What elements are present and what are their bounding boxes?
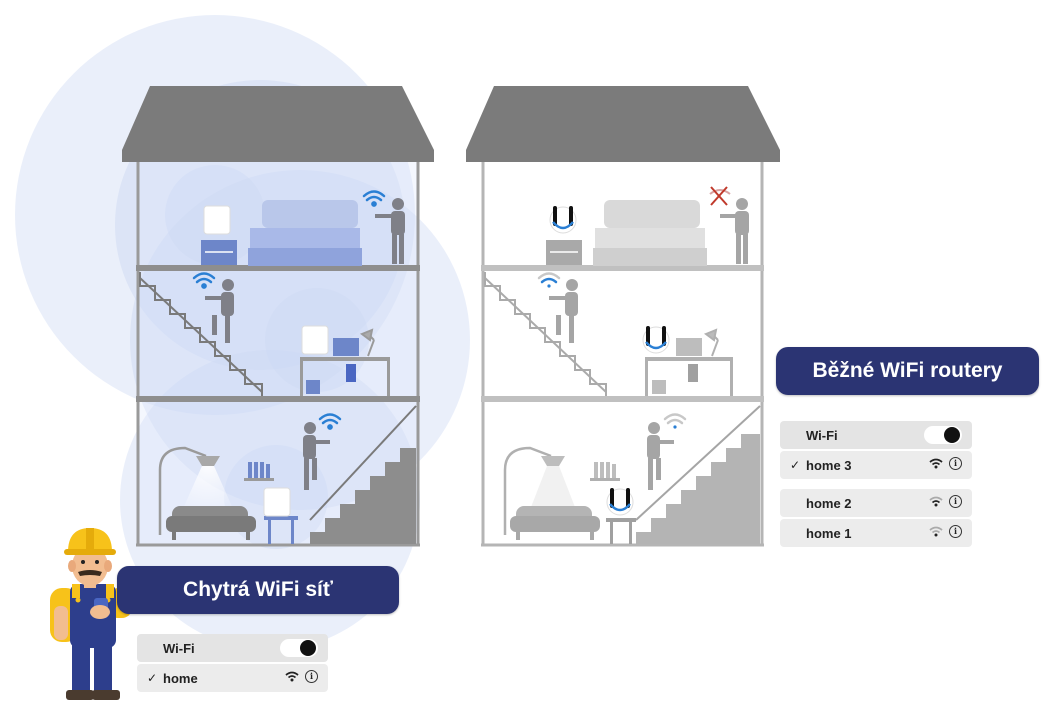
weak-wifi-icon	[537, 272, 561, 288]
bookshelf	[244, 462, 274, 481]
bed	[593, 200, 707, 266]
wifi-signal-icon	[192, 272, 216, 289]
wifi-signal-icon	[318, 413, 342, 430]
network-row[interactable]: ✓ home i	[137, 664, 328, 692]
smart-wifi-title: Chytrá WiFi síť	[117, 566, 399, 614]
roof	[122, 86, 434, 162]
router-icon	[549, 206, 577, 234]
side-table	[606, 518, 636, 544]
sofa	[510, 506, 600, 540]
wifi-header-row: Wi-Fi	[137, 634, 328, 662]
mesh-node-icon	[301, 325, 329, 355]
wifi-header-row: Wi-Fi	[780, 421, 972, 449]
wifi-weak-icon	[929, 526, 943, 537]
desk	[645, 338, 733, 396]
network-name: home 3	[806, 457, 852, 473]
info-icon[interactable]: i	[949, 495, 962, 508]
person-icon	[303, 422, 330, 490]
wifi-settings-panel-right: Wi-Fi ✓ home 3 i home 2 i home 1	[780, 421, 972, 549]
network-name: home 1	[806, 525, 852, 541]
person-icon	[205, 279, 234, 343]
nightstand	[546, 240, 582, 265]
desk-lamp-icon	[703, 328, 719, 357]
checkmark-icon: ✓	[147, 671, 158, 685]
staircase	[309, 405, 417, 544]
floor-1	[481, 396, 764, 402]
desk	[300, 338, 390, 396]
network-row[interactable]: home 2 i	[780, 489, 972, 517]
regular-router-title: Běžné WiFi routery	[776, 347, 1039, 395]
staircase	[139, 272, 263, 396]
mesh-node-icon	[263, 487, 291, 517]
side-table	[264, 516, 298, 544]
floor-2	[136, 265, 420, 271]
wifi-toggle[interactable]	[280, 639, 318, 657]
wifi-strong-icon	[929, 458, 943, 469]
wifi-settings-panel-left: Wi-Fi ✓ home i	[137, 634, 328, 694]
sofa	[166, 506, 256, 540]
bookshelf	[590, 462, 620, 481]
staircase	[484, 272, 607, 396]
info-icon[interactable]: i	[949, 457, 962, 470]
info-icon[interactable]: i	[949, 525, 962, 538]
wifi-header-label: Wi-Fi	[806, 427, 838, 443]
person-icon	[549, 279, 578, 343]
wifi-toggle[interactable]	[924, 426, 962, 444]
house-walls	[481, 162, 764, 547]
floor-1	[136, 396, 420, 402]
network-name: home	[163, 670, 198, 686]
network-row[interactable]: home 1 i	[780, 519, 972, 547]
network-row-connected[interactable]: ✓ home 3 i	[780, 451, 972, 479]
router-icon	[606, 488, 634, 516]
person-icon	[375, 198, 405, 264]
staircase	[635, 405, 761, 544]
traditional-router-house	[466, 86, 780, 547]
mesh-node-icon	[203, 205, 231, 235]
checkmark-icon: ✓	[790, 458, 801, 472]
router-icon	[642, 326, 670, 354]
person-icon	[720, 198, 749, 264]
house-walls	[136, 162, 420, 547]
desk-lamp-icon	[359, 328, 375, 357]
wifi-strong-icon	[285, 671, 299, 682]
network-name: home 2	[806, 495, 852, 511]
wifi-medium-icon	[929, 496, 943, 507]
wifi-header-label: Wi-Fi	[163, 640, 195, 656]
smart-mesh-house	[15, 15, 470, 650]
weak-wifi-icon	[663, 413, 687, 429]
bed	[248, 200, 362, 266]
roof	[466, 86, 780, 162]
floor-2	[481, 265, 764, 271]
wifi-signal-icon	[362, 190, 386, 207]
person-icon	[647, 422, 674, 490]
no-signal-icon	[709, 186, 731, 206]
nightstand	[201, 240, 237, 265]
info-icon[interactable]: i	[305, 670, 318, 683]
technician-mascot	[50, 528, 132, 700]
